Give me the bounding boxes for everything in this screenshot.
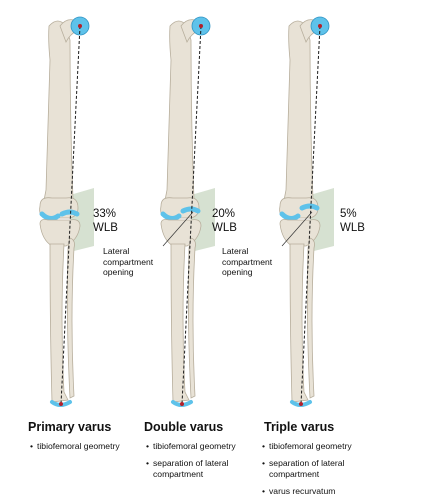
feature-list-primary-varus: tibiofemoral geometry xyxy=(30,441,155,458)
hip-center-point xyxy=(199,24,203,28)
wlb-label-double-varus: 20% WLB xyxy=(212,207,237,235)
panel-title-primary-varus: Primary varus xyxy=(28,420,112,434)
callout-lateral-opening-double: Lateral compartment opening xyxy=(103,246,154,277)
medial-cartilage xyxy=(279,211,301,222)
wlb-label-triple-varus: 5% WLB xyxy=(340,207,365,235)
panel-triple-varus xyxy=(279,16,334,407)
femur-bone xyxy=(281,20,317,213)
panel-primary-varus xyxy=(39,16,94,407)
load-line xyxy=(60,25,81,405)
wlb-value: 5% xyxy=(340,208,357,220)
callout-lateral-opening-triple: Lateral compartment opening xyxy=(222,246,273,277)
wlb-value: 33% xyxy=(93,208,117,220)
medial-cartilage xyxy=(160,211,182,222)
hip-center-point xyxy=(318,24,322,28)
panel-title-triple-varus: Triple varus xyxy=(264,420,335,434)
feature-item: separation of lateral compartment xyxy=(146,458,271,480)
wlb-value: 20% xyxy=(212,208,236,220)
wlb-text: WLB xyxy=(340,222,365,234)
panel-double-varus xyxy=(160,16,215,407)
feature-item: varus recurvatum xyxy=(262,486,387,497)
feature-item: tibiofemoral geometry xyxy=(262,441,387,452)
hip-center-point xyxy=(78,24,82,28)
ankle-center-point xyxy=(59,402,63,406)
callout-leader-line xyxy=(281,211,313,247)
load-line xyxy=(300,25,321,405)
tibia-bone xyxy=(170,243,190,403)
feature-list-triple-varus: tibiofemoral geometry separation of late… xyxy=(262,441,387,503)
tibia-bone xyxy=(289,243,309,403)
lateral-cartilage xyxy=(59,209,80,217)
wlb-text: WLB xyxy=(93,222,118,234)
fibula-bone xyxy=(187,237,196,399)
feature-item: tibiofemoral geometry xyxy=(30,441,155,452)
wlb-text: WLB xyxy=(212,222,237,234)
lateral-cartilage xyxy=(180,206,201,214)
callout-leader-line xyxy=(162,211,194,247)
ankle-center-point xyxy=(180,402,184,406)
ankle-center-point xyxy=(299,402,303,406)
panel-title-double-varus: Double varus xyxy=(144,420,224,434)
feature-item: separation of lateral compartment xyxy=(262,458,387,480)
femur-bone xyxy=(162,20,198,213)
lateral-cartilage xyxy=(299,203,320,211)
feature-list-double-varus: tibiofemoral geometry separation of late… xyxy=(146,441,271,486)
fibula-bone xyxy=(66,237,75,399)
load-line xyxy=(181,25,202,405)
feature-item: tibiofemoral geometry xyxy=(146,441,271,452)
fibula-bone xyxy=(306,237,315,399)
tibia-bone xyxy=(49,243,69,403)
wlb-label-primary-varus: 33% WLB xyxy=(93,207,118,235)
medial-cartilage xyxy=(39,211,61,222)
femur-bone xyxy=(41,20,77,213)
